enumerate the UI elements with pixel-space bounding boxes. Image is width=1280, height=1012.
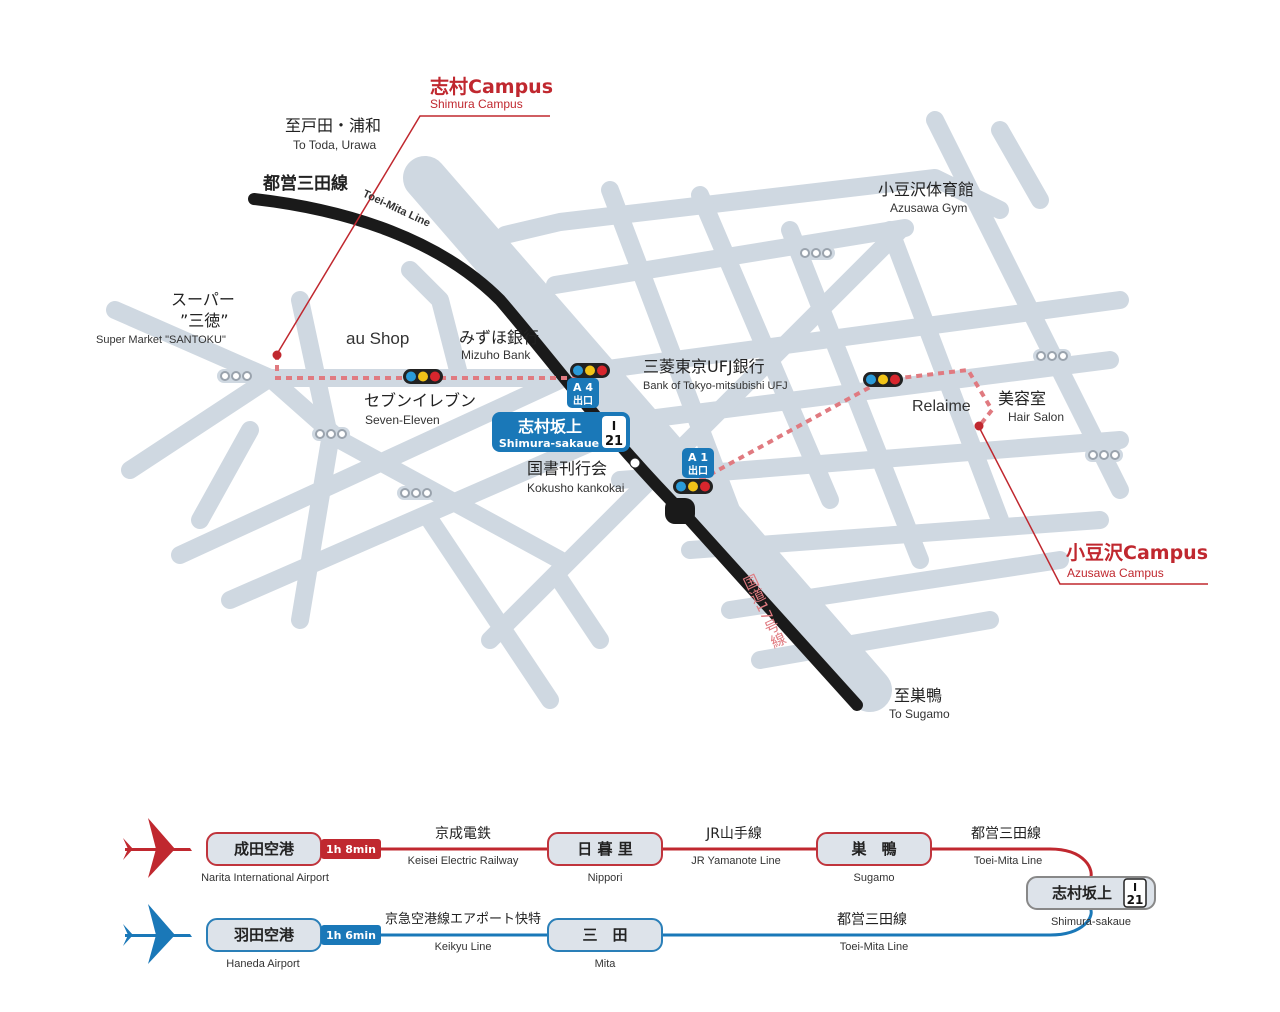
narita-airport-jp: 成田空港	[234, 840, 295, 858]
shimura-campus-subtitle: Shimura Campus	[430, 97, 523, 111]
shimura-campus-marker[interactable]	[272, 350, 282, 360]
exit-a1[interactable]: A 1 出口	[682, 448, 714, 478]
mita-line-en-bottom: Toei-Mita Line	[840, 941, 908, 953]
station-code-letter: I	[612, 419, 616, 433]
mufj-label-en: Bank of Tokyo-mitsubishi UFJ	[643, 380, 788, 392]
signal-icons	[403, 363, 903, 494]
destination-code-letter: I	[1133, 881, 1137, 894]
kokusho-label-en: Kokusho kankokai	[527, 481, 624, 495]
sugamo-box[interactable]	[816, 832, 932, 866]
kokusho-marker	[629, 457, 641, 469]
shimura-leader-line	[276, 115, 550, 355]
destination-box[interactable]	[1026, 876, 1156, 910]
station-name-en: Shimura-sakaue	[499, 437, 599, 450]
mizuho-label-jp: みずほ銀行	[459, 328, 539, 347]
narita-airport-en: Narita International Airport	[201, 872, 329, 884]
seven-label-en: Seven-Eleven	[365, 413, 440, 427]
airplane-icon-blue	[123, 904, 192, 964]
station-code-number: 21	[605, 434, 623, 449]
super-label-en: Super Market "SANTOKU"	[96, 334, 226, 346]
exit-a1-number: A 1	[688, 451, 708, 464]
station-badge[interactable]: 志村坂上 Shimura-sakaue I 21	[492, 412, 630, 452]
haneda-route-line	[320, 907, 1093, 937]
mita-jp: 三 田	[582, 926, 627, 944]
keisei-en: Keisei Electric Railway	[408, 855, 519, 867]
airplane-icon-red	[123, 818, 192, 878]
gym-label-jp: 小豆沢体育館	[878, 180, 974, 199]
sugamo-en: Sugamo	[854, 872, 895, 884]
toda-label-en: To Toda, Urawa	[293, 138, 376, 152]
yamanote-jp: JR山手線	[705, 826, 762, 842]
mita-line-en-top: Toei-Mita Line	[974, 855, 1042, 867]
destination-code-number: 21	[1127, 893, 1144, 907]
seven-label-jp: セブンイレブン	[364, 391, 476, 410]
station-name-jp: 志村坂上	[518, 417, 582, 436]
mita-line-jp-top: 都営三田線	[971, 826, 1041, 842]
super-label-jp2: ”三徳”	[180, 311, 229, 330]
destination-code-box	[1123, 878, 1147, 908]
nippori-en: Nippori	[588, 872, 623, 884]
azusawa-campus-marker[interactable]	[974, 421, 984, 431]
exit-a4-number: A 4	[573, 381, 593, 394]
salon-label-jp: 美容室	[998, 389, 1046, 408]
kokusho-label-jp: 国書刊行会	[527, 459, 607, 478]
yamanote-en: JR Yamanote Line	[691, 855, 780, 867]
traffic-light-icons	[217, 246, 1123, 500]
relaime-label: Relaime	[912, 398, 971, 415]
haneda-time-badge	[321, 925, 381, 945]
gym-label-en: Azusawa Gym	[890, 201, 967, 215]
super-label-jp1: スーパー	[171, 290, 235, 309]
roads	[106, 111, 1129, 712]
destination-en: Shimura-sakaue	[1051, 916, 1131, 928]
haneda-airport-jp: 羽田空港	[234, 926, 295, 944]
mita-line-jp-bottom: 都営三田線	[837, 912, 907, 928]
route-diagram: 成田空港 Narita International Airport 1h 8mi…	[123, 818, 1156, 970]
salon-label-en: Hair Salon	[1008, 410, 1064, 424]
station-platform	[665, 498, 695, 524]
sugamo-label-jp: 至巣鴨	[894, 686, 942, 705]
keikyu-en: Keikyu Line	[435, 941, 492, 953]
keikyu-jp: 京急空港線エアポート快特	[385, 911, 541, 927]
exit-a4-label: 出口	[573, 394, 593, 407]
narita-time: 1h 8min	[326, 843, 376, 856]
au-shop-label: au Shop	[346, 329, 409, 348]
sugamo-label-en: To Sugamo	[889, 707, 950, 721]
haneda-airport-en: Haneda Airport	[226, 958, 299, 970]
shimura-campus-title[interactable]: 志村Campus	[430, 75, 553, 98]
nippori-box[interactable]	[547, 832, 663, 866]
walking-route-shimura	[275, 354, 580, 380]
haneda-time: 1h 6min	[326, 929, 376, 942]
keisei-jp: 京成電鉄	[435, 826, 491, 842]
exit-a4[interactable]: A 4 出口	[567, 378, 599, 408]
azusawa-campus-title[interactable]: 小豆沢Campus	[1066, 541, 1208, 564]
azusawa-leader-line	[978, 426, 1208, 585]
azusawa-campus-subtitle: Azusawa Campus	[1067, 566, 1164, 580]
destination-jp: 志村坂上	[1052, 884, 1112, 902]
toda-label-jp: 至戸田・浦和	[285, 116, 381, 135]
exit-a1-label: 出口	[688, 464, 708, 477]
mita-en: Mita	[595, 958, 617, 970]
sugamo-jp: 巣 鴨	[850, 840, 896, 858]
mita-box[interactable]	[547, 918, 663, 952]
mizuho-label-en: Mizuho Bank	[461, 348, 531, 362]
narita-time-badge	[321, 839, 381, 859]
mufj-label-jp: 三菱東京UFJ銀行	[643, 357, 765, 376]
nippori-jp: 日 暮 里	[577, 840, 632, 858]
line-label-jp: 都営三田線	[262, 173, 348, 194]
